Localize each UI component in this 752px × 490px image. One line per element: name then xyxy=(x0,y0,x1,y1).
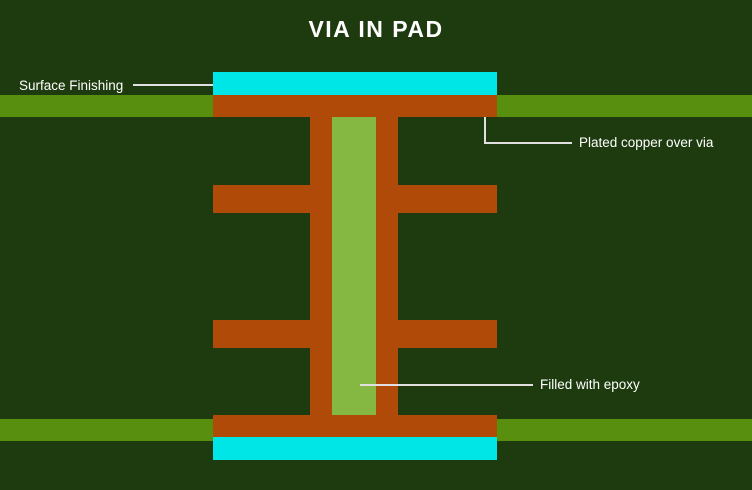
diagram-title: VIA IN PAD xyxy=(308,16,444,42)
surface-finish-top xyxy=(213,72,497,95)
plated-copper-leader-horizontal xyxy=(484,142,572,144)
copper-pad-top xyxy=(213,95,497,117)
copper-pad-bottom xyxy=(213,415,497,437)
plated-copper-label: Plated copper over via xyxy=(579,135,714,150)
surface-finishing-leader-line xyxy=(133,84,213,86)
surface-finish-bottom xyxy=(213,437,497,460)
epoxy-fill xyxy=(332,117,376,415)
filled-epoxy-label: Filled with epoxy xyxy=(540,377,640,392)
plated-copper-leader-vertical xyxy=(484,117,486,143)
surface-finishing-label: Surface Finishing xyxy=(19,78,124,93)
filled-epoxy-leader-line xyxy=(360,384,533,386)
